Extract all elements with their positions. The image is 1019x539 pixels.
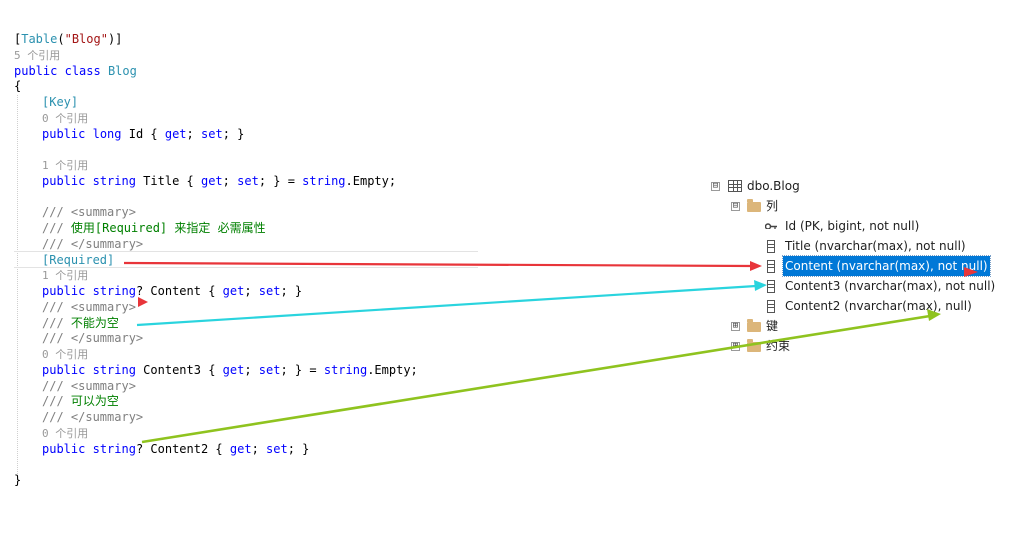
collapse-toggle-icon[interactable]: ⊟ (731, 201, 740, 211)
doc-comment-line: /// </summary> (42, 410, 144, 424)
tree-node-label: dbo.Blog (747, 179, 800, 193)
tree-node-label: 列 (766, 199, 779, 213)
doc-comment-line: /// 不能为空 (42, 315, 119, 330)
tree-node-label: Content3 (nvarchar(max), not null) (785, 279, 996, 293)
code-line: public class Blog (14, 63, 137, 78)
annotation-arrow-red (123, 261, 753, 268)
required-attribute: [Required] (42, 252, 115, 267)
reference-count[interactable]: 0 个引用 (42, 111, 89, 125)
doc-comment-line: /// 可以为空 (42, 394, 119, 409)
arrowhead-red (750, 261, 762, 271)
arrowhead-red (964, 267, 978, 277)
code-editor[interactable]: [Table("Blog")] 5 个引用 public class Blog … (0, 32, 478, 489)
tree-node-label: Content2 (nvarchar(max), null) (785, 299, 972, 313)
doc-comment-line: /// 使用[Required] 来指定 必需属性 (42, 221, 266, 235)
arrowhead-cyan (754, 280, 767, 291)
column-icon (767, 280, 775, 293)
folder-icon (747, 199, 761, 212)
tree-node-label: Title (nvarchar(max), not null) (785, 239, 966, 253)
annotation-arrow-cyan (136, 284, 757, 327)
code-line: [Required] (0, 253, 478, 269)
folder-icon (747, 339, 761, 352)
doc-comment-line: /// </summary> (42, 236, 144, 251)
current-line-highlight (14, 251, 478, 268)
reference-count[interactable]: 0 个引用 (42, 348, 89, 361)
code-line: public string Content3 { get; set; } = s… (42, 362, 418, 377)
code-line: } (14, 473, 22, 487)
code-line: public string Title { get; set; } = stri… (42, 173, 397, 188)
code-line: public string? Content { get; set; } (42, 284, 303, 298)
column-icon (767, 240, 775, 253)
doc-comment-line: /// <summary> (42, 299, 136, 314)
expand-toggle-icon[interactable]: ⊞ (731, 321, 740, 331)
code-line: [Table("Blog")] (14, 32, 123, 46)
indent-guide (17, 95, 18, 482)
arrowhead-green (927, 309, 941, 321)
primary-key-icon (765, 223, 777, 229)
folder-icon (747, 319, 761, 332)
column-icon (767, 260, 775, 273)
doc-comment-line: /// </summary> (42, 331, 144, 346)
reference-count[interactable]: 1 个引用 (42, 159, 89, 172)
doc-comment-line: /// <summary> (42, 205, 136, 220)
tree-node-label: 键 (766, 319, 779, 333)
collapse-toggle-icon[interactable]: ⊟ (711, 181, 720, 191)
code-line: public string? Content2 { get; set; } (42, 441, 310, 456)
reference-count[interactable]: 5 个引用 (14, 48, 61, 62)
arrowhead-red (138, 297, 148, 307)
tree-node-label: Id (PK, bigint, not null) (785, 219, 920, 233)
doc-comment-line: /// <summary> (42, 378, 136, 393)
column-icon (767, 300, 775, 313)
tree-node-label-selected: Content (nvarchar(max), not null) (782, 255, 991, 277)
code-line: [Key] (42, 95, 79, 109)
code-line: { (14, 79, 22, 94)
reference-count[interactable]: 1 个引用 (42, 269, 89, 283)
code-line: public long Id { get; set; } (42, 126, 245, 141)
reference-count[interactable]: 0 个引用 (42, 426, 89, 440)
annotation-arrow-green (141, 314, 931, 444)
table-icon (728, 180, 742, 192)
